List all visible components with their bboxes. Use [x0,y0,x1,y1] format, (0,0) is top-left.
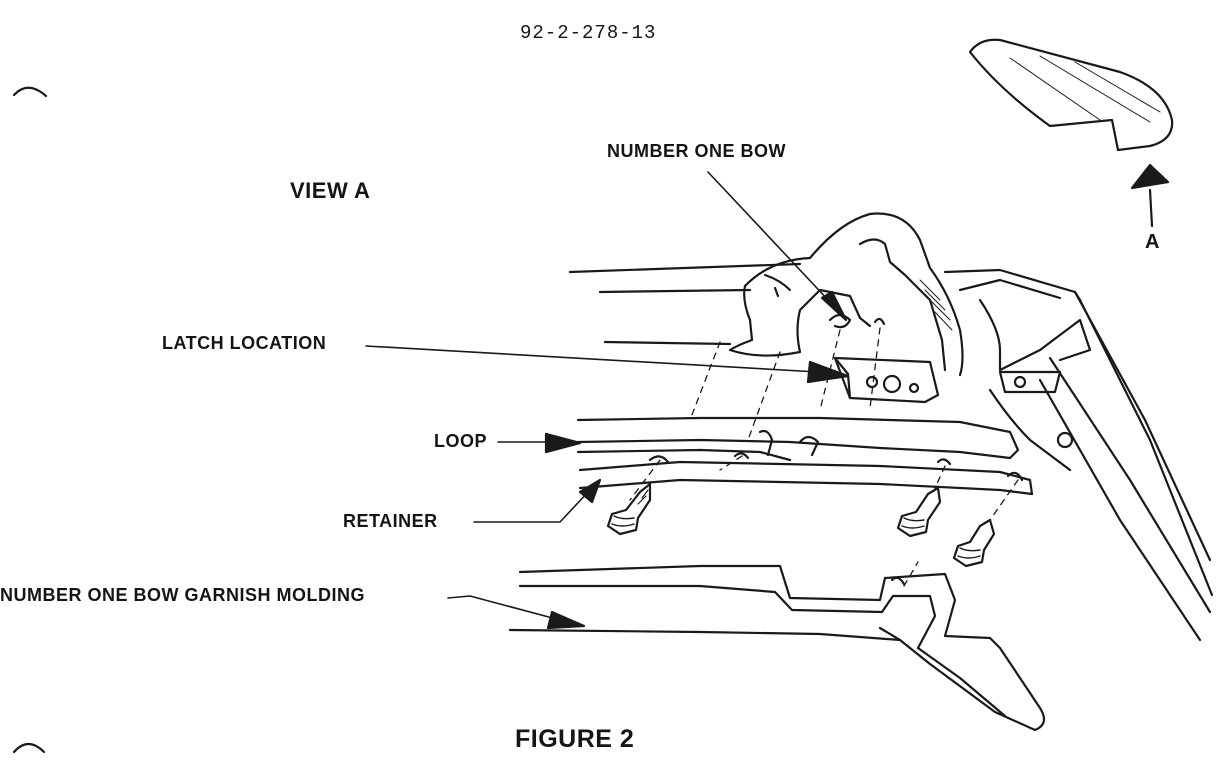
roof-inset-outline [968,38,1174,152]
leader-line-loop [497,432,582,454]
side-roof-rail [943,268,1214,642]
callout-number-one-bow: NUMBER ONE BOW [607,141,786,161]
leader-line-number-one-bow [707,171,848,322]
callout-loop: LOOP [434,431,488,451]
punch-hole-mark-top [12,86,48,98]
number-one-bow-part [728,212,964,377]
headliner-lines [568,262,802,346]
leader-line-garnish-molding [447,595,586,630]
document-number: 92-2-278-13 [520,22,657,44]
leader-line-retainer [473,478,602,523]
view-a-arrow-icon [1130,163,1170,228]
retainer-part [578,452,1034,496]
screw-icon [896,486,942,538]
callout-retainer: RETAINER [343,511,438,531]
screw-icon [606,482,652,536]
view-label: VIEW A [290,178,371,203]
latch-part [833,356,940,404]
punch-hole-mark-bottom [12,742,46,754]
callout-latch-location: LATCH LOCATION [162,333,327,353]
leader-line-latch-location [365,345,850,384]
callout-garnish-molding: NUMBER ONE BOW GARNISH MOLDING [0,585,365,605]
garnish-molding-part [508,564,1046,732]
view-reference-label: A [1145,231,1160,253]
figure-caption: FIGURE 2 [515,725,635,753]
loop-part [576,416,1020,462]
screw-icon [952,518,996,568]
